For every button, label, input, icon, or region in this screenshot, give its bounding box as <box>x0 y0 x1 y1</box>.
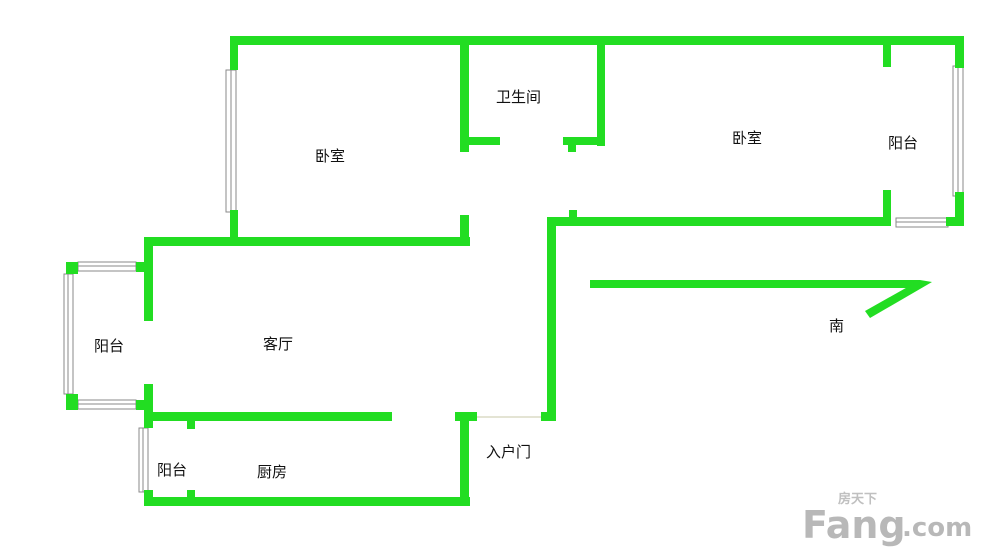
label-kitchen: 厨房 <box>257 463 287 481</box>
wall-balcony-right-divider-top <box>883 45 891 67</box>
wall-entrance-left-stub <box>455 412 477 421</box>
wall-bathroom-right <box>597 36 605 146</box>
window-balcony-left-bottom <box>77 399 137 410</box>
wall-balcony-left-top-right <box>136 262 153 272</box>
window-balcony-left-top <box>77 261 137 272</box>
wall-bedroom-living <box>144 237 470 246</box>
logo-brand-suffix: .com <box>902 513 972 543</box>
label-bathroom: 卫生间 <box>496 88 541 106</box>
south-arrow-icon <box>590 280 932 318</box>
wall-entrance-right <box>547 217 556 420</box>
label-living-room: 客厅 <box>263 335 293 353</box>
window-balcony-right-bottom <box>895 217 949 228</box>
walls <box>66 36 964 506</box>
wall-living-left-upper <box>144 237 153 321</box>
wall-kitchen-right <box>460 412 469 506</box>
wall-bathroom-left <box>460 36 469 152</box>
label-south: 南 <box>829 317 844 335</box>
wall-kitchen-tick-top <box>187 420 195 429</box>
wall-bathroom-left-foot <box>460 137 500 145</box>
wall-balcony-left-bottom <box>66 394 78 410</box>
wall-balcony-right-bottom-stub <box>946 217 964 226</box>
label-bedroom-left: 卧室 <box>315 147 345 165</box>
wall-entrance-right-stub <box>541 412 556 421</box>
window-balcony-left <box>63 273 74 395</box>
wall-kitchen-left-upper <box>144 412 153 428</box>
wall-kitchen-tick-bottom <box>187 490 195 499</box>
logo-brand-main: Fang <box>802 503 906 547</box>
wall-bedroom-left-bottom-stub <box>230 210 238 246</box>
label-balcony-kitchen: 阳台 <box>157 461 187 479</box>
wall-bedroom-right-tick <box>569 210 577 219</box>
wall-right-upper <box>955 36 964 68</box>
wall-kitchen-living <box>144 412 392 421</box>
wall-balcony-left-top <box>66 262 78 274</box>
wall-balcony-right-divider-bottom <box>883 190 891 226</box>
wall-bathroom-right-tick <box>568 145 576 152</box>
wall-balcony-left-bottom-right <box>136 400 153 410</box>
label-bedroom-right: 卧室 <box>732 129 762 147</box>
wall-right-lower <box>955 192 964 226</box>
wall-bathroom-right-foot <box>563 137 605 145</box>
label-entrance-door: 入户门 <box>486 443 531 461</box>
wall-bedroom-left-top-stub <box>230 36 238 70</box>
window-bedroom-left <box>225 69 237 213</box>
wall-bedroom-right-bottom <box>547 217 891 226</box>
label-balcony-right: 阳台 <box>888 134 918 152</box>
fang-logo: 房天下 Fang .com <box>802 491 972 547</box>
window-balcony-kitchen <box>138 427 149 493</box>
label-balcony-left: 阳台 <box>94 337 124 355</box>
logo-brand-small: 房天下 <box>838 491 877 507</box>
wall-bedroom-living-stub <box>460 215 469 246</box>
wall-kitchen-bottom <box>144 497 470 506</box>
window-balcony-right <box>952 65 964 197</box>
